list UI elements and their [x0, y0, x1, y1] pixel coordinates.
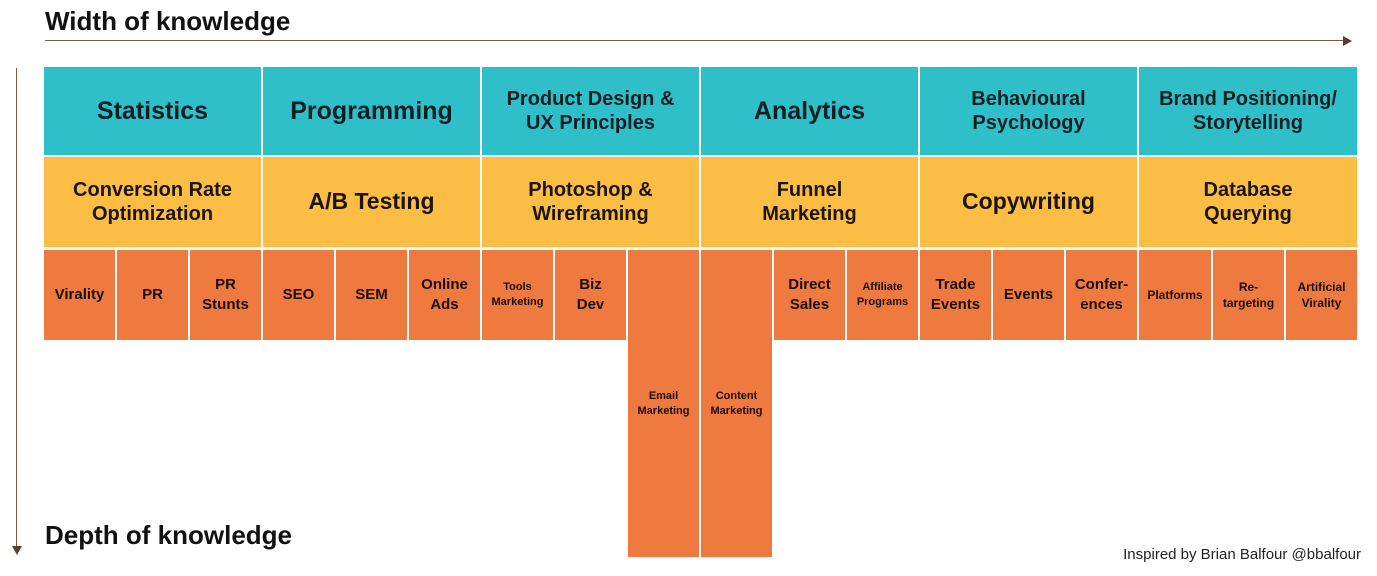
channel-trade-events: Trade Events — [920, 250, 991, 340]
channel-label: PR — [142, 285, 163, 303]
skill-product-design: Product Design & UX Principles — [482, 67, 699, 155]
channel-content-marketing: Content Marketing — [701, 250, 772, 557]
skill-label: Behavioural Psychology — [971, 88, 1086, 134]
channel-artificial-virality: Artificial Virality — [1286, 250, 1357, 340]
channel-label: Platforms — [1147, 287, 1203, 302]
channel-label: Direct Sales — [788, 275, 831, 313]
skill-label: Database Querying — [1203, 179, 1293, 225]
skill-programming: Programming — [263, 67, 480, 155]
skill-statistics: Statistics — [44, 67, 261, 155]
skill-label: Programming — [290, 97, 453, 125]
depth-axis-line — [16, 68, 17, 546]
skill-label: Photoshop & Wireframing — [528, 179, 653, 225]
channel-label: SEM — [355, 285, 388, 303]
channel-pr: PR — [117, 250, 188, 340]
skill-copywriting: Copywriting — [920, 157, 1137, 247]
skill-ab-testing: A/B Testing — [263, 157, 480, 247]
skill-label: Brand Positioning/ Storytelling — [1159, 88, 1337, 134]
skill-brand-positioning: Brand Positioning/ Storytelling — [1139, 67, 1357, 155]
channel-biz-dev: Biz Dev — [555, 250, 626, 340]
skill-label: Product Design & UX Principles — [506, 88, 675, 134]
channel-label: Online Ads — [421, 275, 468, 313]
width-axis-arrowhead — [1343, 36, 1352, 46]
channel-online-ads: Online Ads — [409, 250, 480, 340]
channel-label: Affiliate Programs — [856, 281, 909, 308]
width-axis-line — [45, 40, 1345, 41]
channel-label: Tools Marketing — [491, 281, 544, 308]
channel-label: PR Stunts — [202, 275, 249, 313]
channel-label: Content Marketing — [710, 389, 763, 417]
skill-conversion-rate-optimization: Conversion Rate Optimization — [44, 157, 261, 247]
channel-label: Re- targeting — [1222, 279, 1275, 310]
credit-text: Inspired by Brian Balfour @bbalfour — [1123, 546, 1361, 563]
skill-analytics: Analytics — [701, 67, 918, 155]
channel-tools-marketing: Tools Marketing — [482, 250, 553, 340]
skill-label: A/B Testing — [308, 188, 435, 215]
channel-retargeting: Re- targeting — [1213, 250, 1284, 340]
channel-email-marketing: Email Marketing — [628, 250, 699, 557]
skill-label: Funnel Marketing — [762, 179, 857, 225]
skill-label: Copywriting — [962, 188, 1095, 215]
channel-events: Events — [993, 250, 1064, 340]
channel-label: Trade Events — [930, 275, 981, 313]
channel-direct-sales: Direct Sales — [774, 250, 845, 340]
channel-sem: SEM — [336, 250, 407, 340]
channel-label: Artificial Virality — [1297, 279, 1346, 310]
channel-label: Virality — [54, 285, 105, 303]
depth-axis-title: Depth of knowledge — [45, 520, 292, 550]
channel-pr-stunts: PR Stunts — [190, 250, 261, 340]
channel-affiliate-programs: Affiliate Programs — [847, 250, 918, 340]
channel-conferences: Confer- ences — [1066, 250, 1137, 340]
channel-label: Events — [1003, 285, 1054, 303]
width-axis-title: Width of knowledge — [45, 6, 291, 36]
skill-photoshop-wireframing: Photoshop & Wireframing — [482, 157, 699, 247]
channel-label: Confer- ences — [1074, 275, 1129, 313]
channel-label: Biz Dev — [576, 275, 605, 313]
skill-label: Statistics — [96, 97, 209, 125]
skill-funnel-marketing: Funnel Marketing — [701, 157, 918, 247]
channel-platforms: Platforms — [1139, 250, 1211, 340]
depth-axis-arrowhead — [12, 546, 22, 555]
channel-virality: Virality — [44, 250, 115, 340]
skill-label: Analytics — [753, 97, 866, 125]
channel-seo: SEO — [263, 250, 334, 340]
skill-behavioural-psychology: Behavioural Psychology — [920, 67, 1137, 155]
channel-label: Email Marketing — [637, 389, 690, 417]
skill-label: Conversion Rate Optimization — [73, 179, 232, 225]
skill-database-querying: Database Querying — [1139, 157, 1357, 247]
channel-label: SEO — [282, 285, 315, 303]
